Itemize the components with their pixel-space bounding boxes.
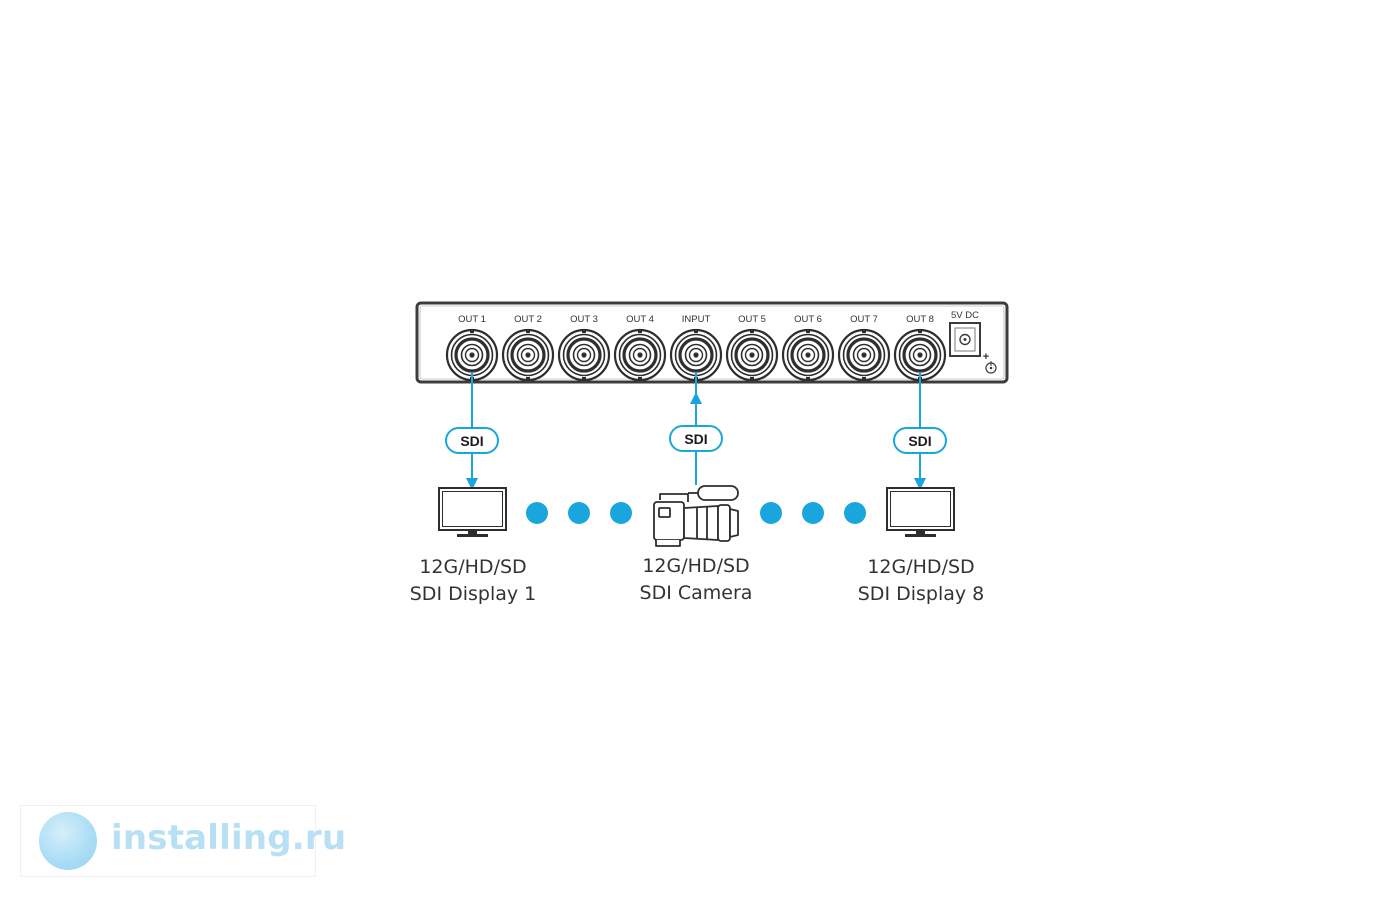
bnc-port-out-2[interactable]: OUT 2: [501, 314, 555, 382]
bnc-port-out-1[interactable]: OUT 1: [445, 314, 499, 382]
port-label: INPUT: [682, 314, 711, 325]
bnc-port-input[interactable]: INPUT: [669, 314, 723, 382]
power-polarity-symbol: +: [983, 351, 989, 363]
bnc-port-out-7[interactable]: OUT 7: [837, 314, 891, 382]
monitor-icon: [438, 487, 507, 537]
continuation-dots-right: [760, 502, 866, 524]
camera-caption-line2: SDI Camera: [640, 582, 753, 604]
bnc-port-out-4[interactable]: OUT 4: [613, 314, 667, 382]
power-label: 5V DC: [951, 310, 979, 321]
sdi-badge-display-1: SDI: [445, 427, 499, 454]
monitor-icon: [886, 487, 955, 537]
display-1-caption-line2: SDI Display 1: [410, 583, 537, 605]
bnc-port-row: OUT 1 OUT 2 OUT 3 OUT 4 INPUT OUT 5 OUT 6 OUT 7…: [445, 314, 947, 382]
port-label: OUT 7: [850, 314, 878, 325]
camera-icon: [653, 485, 739, 547]
display-8-caption-line2: SDI Display 8: [858, 583, 985, 605]
port-label: OUT 2: [514, 314, 542, 325]
camera-caption-line1: 12G/HD/SD: [642, 555, 749, 577]
logo-icon: [39, 812, 97, 870]
bnc-port-out-3[interactable]: OUT 3: [557, 314, 611, 382]
bnc-port-out-6[interactable]: OUT 6: [781, 314, 835, 382]
port-label: OUT 8: [906, 314, 934, 325]
port-label: OUT 5: [738, 314, 766, 325]
watermark: installing.ru: [20, 805, 346, 877]
display-1-caption-line1: 12G/HD/SD: [419, 556, 526, 578]
port-label: OUT 6: [794, 314, 822, 325]
continuation-dots-left: [526, 502, 632, 524]
display-8-caption-line1: 12G/HD/SD: [867, 556, 974, 578]
watermark-text: installing.ru: [111, 818, 347, 858]
sdi-badge-label: SDI: [460, 433, 483, 449]
bnc-port-out-8[interactable]: OUT 8: [893, 314, 947, 382]
port-label: OUT 1: [458, 314, 486, 325]
port-label: OUT 3: [570, 314, 598, 325]
sdi-badge-display-8: SDI: [893, 427, 947, 454]
bnc-port-out-5[interactable]: OUT 5: [725, 314, 779, 382]
power-connector[interactable]: 5V DC +: [949, 310, 997, 374]
sdi-badge-label: SDI: [684, 431, 707, 447]
sdi-badge-camera: SDI: [669, 425, 723, 452]
sdi-badge-label: SDI: [908, 433, 931, 449]
port-label: OUT 4: [626, 314, 654, 325]
